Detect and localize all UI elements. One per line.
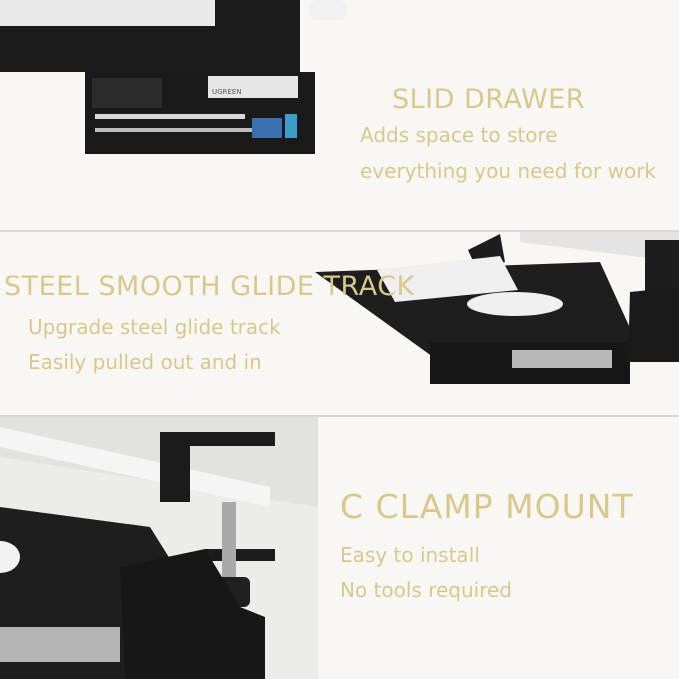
- divider: [0, 415, 679, 417]
- product-label: UGREEN: [212, 88, 242, 96]
- section-heading: C CLAMP MOUNT: [340, 487, 634, 526]
- section-line: Easy to install: [340, 543, 480, 567]
- divider: [0, 230, 679, 232]
- section-heading: SLID DRAWER: [392, 84, 585, 115]
- section-line: No tools required: [340, 578, 513, 602]
- panel-c-clamp: C CLAMP MOUNT Easy to install No tools r…: [0, 417, 679, 679]
- section-heading: STEEL SMOOTH GLIDE TRACK: [4, 271, 415, 302]
- panel-slid-drawer: UGREEN SLID DRAWER Adds space to store e…: [0, 0, 679, 230]
- section-line: Upgrade steel glide track: [28, 315, 281, 339]
- section-line: everything you need for work: [360, 159, 657, 183]
- section-line: Adds space to store: [360, 123, 558, 147]
- c-clamp-photo: [0, 417, 318, 679]
- drawer-photo: [0, 0, 348, 154]
- panel-glide-track: STEEL SMOOTH GLIDE TRACK Upgrade steel g…: [0, 232, 679, 415]
- glide-track-photo: [315, 232, 679, 384]
- section-line: Easily pulled out and in: [28, 350, 262, 374]
